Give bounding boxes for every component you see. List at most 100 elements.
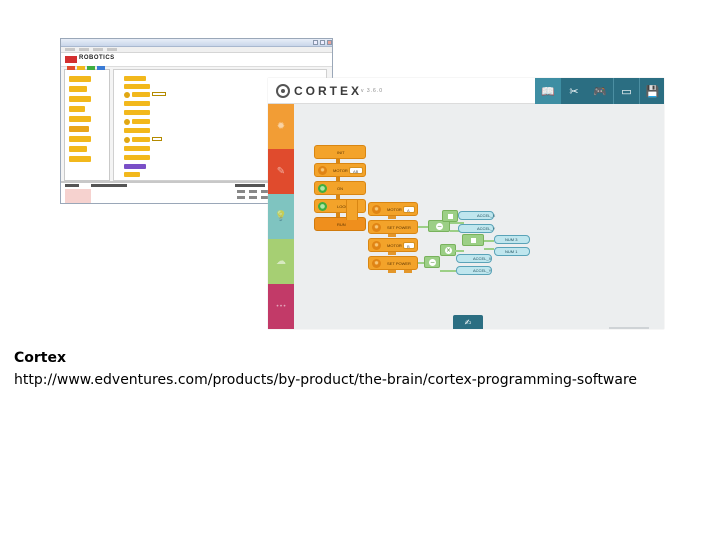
terminal-icon[interactable]: ▭ [613, 78, 639, 104]
block-connector [336, 177, 340, 181]
motor-a-label: MOTOR [387, 207, 402, 212]
old-block-slot[interactable] [152, 137, 162, 141]
subtract-operator-block[interactable]: − [428, 220, 450, 232]
motor-icon: ✹ [372, 205, 381, 214]
old-program-block[interactable] [124, 110, 150, 115]
motor-a-block[interactable]: ✹ MOTOR A [368, 202, 418, 216]
signature-icon[interactable]: ✍ [453, 315, 483, 329]
on-icon: ● [318, 184, 327, 193]
brand-version: v 3.6.0 [361, 88, 384, 94]
old-palette-tab[interactable] [67, 66, 75, 70]
old-panel-label [235, 184, 265, 187]
set-power-block[interactable]: ✹ SET POWER [368, 220, 418, 234]
old-block-icon [124, 119, 130, 125]
save-icon[interactable]: 💾 [639, 78, 664, 104]
old-logo-text: ROBOTICS [79, 55, 115, 61]
old-menu-item[interactable] [107, 48, 117, 51]
init-block[interactable]: INIT [314, 145, 366, 159]
old-palette-block[interactable] [69, 106, 85, 112]
old-palette-block[interactable] [69, 116, 91, 122]
wire [450, 222, 464, 224]
block-connector [388, 270, 396, 273]
old-palette-tab[interactable] [87, 66, 95, 70]
old-program-block[interactable] [124, 155, 150, 160]
old-menubar [61, 47, 332, 53]
motor-b-value: B [407, 244, 410, 249]
accel-y-block-2[interactable]: ACCEL_Y [456, 266, 492, 275]
minimize-icon[interactable] [313, 40, 318, 45]
old-logo-bar: ROBOTICS [61, 53, 332, 67]
old-palette-block[interactable] [69, 136, 91, 142]
loop-icon: ● [318, 202, 327, 211]
block-connector [388, 252, 396, 255]
sun-category-icon[interactable]: ✹ [268, 104, 294, 149]
brand-name: CORTEX [294, 84, 363, 98]
old-program-block[interactable] [124, 76, 146, 81]
old-menu-item[interactable] [93, 48, 103, 51]
accel-y-block[interactable]: ACCEL_Y [458, 224, 495, 233]
accel-x-block[interactable]: ACCEL_X [458, 211, 496, 220]
program-workspace[interactable]: INIT ✹ MOTOR AB ● ON ● LOOP RUN ✹ MOTOR … [294, 104, 664, 329]
value-operator-block[interactable] [462, 234, 484, 246]
motor-a-value: A [407, 208, 410, 213]
accel-x-block-2[interactable]: ACCEL_X [456, 254, 492, 263]
old-panel-image [65, 189, 91, 203]
old-program-block[interactable] [124, 101, 150, 106]
multiply-operator-block[interactable]: × [440, 244, 456, 256]
bulb-category-icon[interactable]: 💡 [268, 194, 294, 239]
old-palette-block[interactable] [69, 96, 91, 102]
num-1-block[interactable]: NUM 1 [494, 247, 530, 256]
old-program-block[interactable] [124, 84, 150, 89]
motor-b-slot[interactable]: B [403, 242, 415, 249]
old-palette-block[interactable] [69, 146, 87, 152]
wire [454, 250, 464, 252]
old-program-block[interactable] [124, 128, 150, 133]
scroll-handle[interactable] [609, 327, 649, 329]
book-icon[interactable]: 📖 [535, 78, 561, 104]
motor-a-slot[interactable]: A [403, 206, 415, 213]
old-info-panel [61, 181, 332, 203]
wire [440, 270, 456, 272]
motor-b-block[interactable]: ✹ MOTOR B [368, 238, 418, 252]
accel-x-label: ACCEL_X [477, 213, 496, 218]
more-category-icon[interactable]: ••• [268, 284, 294, 329]
old-menu-item[interactable] [79, 48, 89, 51]
pencil-category-icon[interactable]: ✎ [268, 149, 294, 194]
caption-url[interactable]: http://www.edventures.com/products/by-pr… [14, 372, 638, 388]
minus-icon: − [436, 223, 443, 230]
power-icon: ✹ [372, 259, 381, 268]
value-operator-block[interactable]: − [424, 256, 440, 268]
times-icon: × [445, 247, 452, 254]
old-palette-block[interactable] [69, 156, 91, 162]
old-palette-block[interactable] [69, 86, 87, 92]
run-block[interactable]: RUN [314, 217, 366, 231]
maximize-icon[interactable] [320, 40, 325, 45]
old-block-slot[interactable] [152, 92, 166, 96]
set-power-block-2[interactable]: ✹ SET POWER [368, 256, 418, 270]
set-power-label: SET POWER [387, 225, 411, 230]
on-block[interactable]: ● ON [314, 181, 366, 195]
old-program-block[interactable] [132, 92, 150, 97]
old-program-block[interactable] [132, 119, 150, 124]
old-palette-tab[interactable] [77, 66, 85, 70]
loop-block[interactable]: ● LOOP [314, 199, 366, 213]
old-program-block-purple[interactable] [124, 164, 146, 169]
old-menu-item[interactable] [65, 48, 75, 51]
gamepad-icon[interactable]: 🎮 [593, 84, 607, 98]
value-operator-block[interactable] [442, 210, 458, 222]
num-3-block[interactable]: NUM 3 [494, 235, 530, 244]
old-palette-block[interactable] [69, 126, 89, 132]
close-icon[interactable] [327, 40, 332, 45]
accel-x-label-2: ACCEL_X [473, 256, 492, 261]
motor-ab-slot[interactable]: AB [349, 167, 363, 174]
old-program-block[interactable] [124, 172, 140, 177]
tools-icon[interactable]: ✂ [569, 84, 579, 98]
cloud-category-icon[interactable]: ☁ [268, 239, 294, 284]
old-palette-block[interactable] [69, 76, 91, 82]
old-palette-tab[interactable] [97, 66, 105, 70]
old-block-palette [64, 66, 110, 181]
motor-ab-block[interactable]: ✹ MOTOR AB [314, 163, 366, 177]
old-program-block[interactable] [132, 137, 150, 142]
cortex-header: CORTEX v 3.6.0 📖 ✂ 🎮 ▭ 💾 [268, 78, 664, 104]
old-program-block[interactable] [124, 146, 150, 151]
